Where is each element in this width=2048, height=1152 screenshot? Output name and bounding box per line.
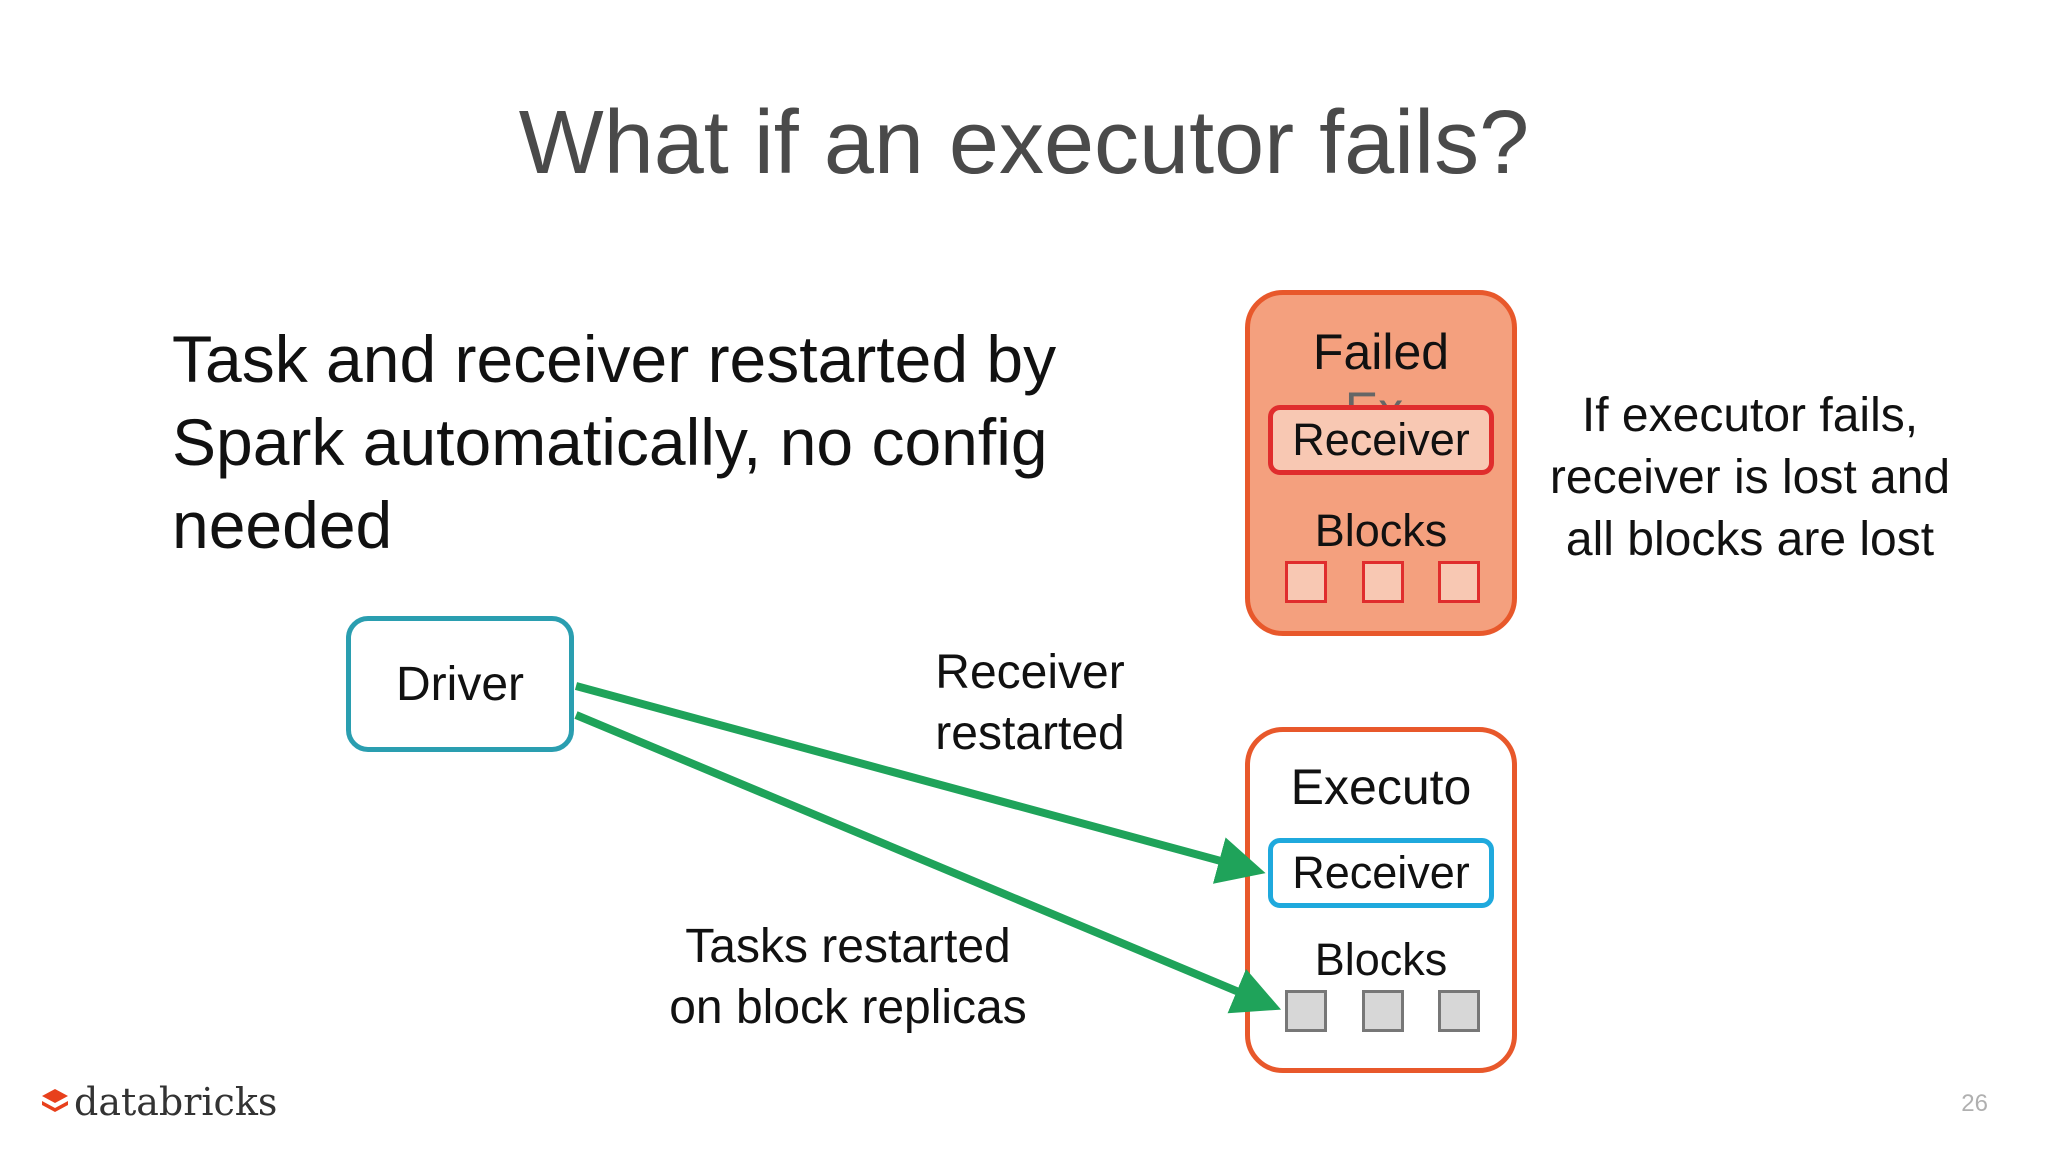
driver-box: Driver — [346, 616, 574, 752]
task-restart-arrow — [574, 711, 1282, 1014]
replica-block — [1438, 990, 1480, 1032]
replica-block — [1285, 990, 1327, 1032]
replica-blocks-label: Blocks — [1314, 934, 1448, 985]
failed-executor-title: Failed — [1312, 324, 1450, 380]
lost-receiver-label: Receiver — [1292, 414, 1470, 465]
failure-note: If executor fails, receiver is lost and … — [1549, 389, 1951, 566]
databricks-logo-icon — [42, 1089, 68, 1112]
lost-block — [1285, 561, 1327, 603]
lost-blocks-label: Blocks — [1314, 505, 1448, 556]
new-executor-box: Executo Receiver Blocks — [1245, 727, 1517, 1073]
logo-text: databricks — [74, 1080, 278, 1124]
driver-label: Driver — [396, 657, 524, 711]
lost-block — [1438, 561, 1480, 603]
slide-title: What if an executor fails? — [518, 93, 1530, 193]
page-number: 26 — [1961, 1090, 1988, 1117]
lost-receiver: Receiver — [1268, 405, 1494, 475]
receiver-restart-arrow — [574, 682, 1266, 884]
receiver-restarted-label: Receiver restarted — [935, 646, 1125, 760]
databricks-logo: databricks — [40, 1080, 277, 1124]
failed-executor-box: Failed Ex. Receiver Blocks — [1245, 290, 1517, 636]
tasks-restarted-label: Tasks restarted on block replicas — [669, 920, 1027, 1034]
restarted-receiver-label: Receiver — [1292, 847, 1470, 898]
replica-block — [1362, 990, 1404, 1032]
new-executor-title: Executo — [1290, 759, 1472, 815]
lost-block — [1362, 561, 1404, 603]
restarted-receiver: Receiver — [1268, 838, 1494, 908]
main-statement: Task and receiver restarted by Spark aut… — [172, 322, 1057, 562]
